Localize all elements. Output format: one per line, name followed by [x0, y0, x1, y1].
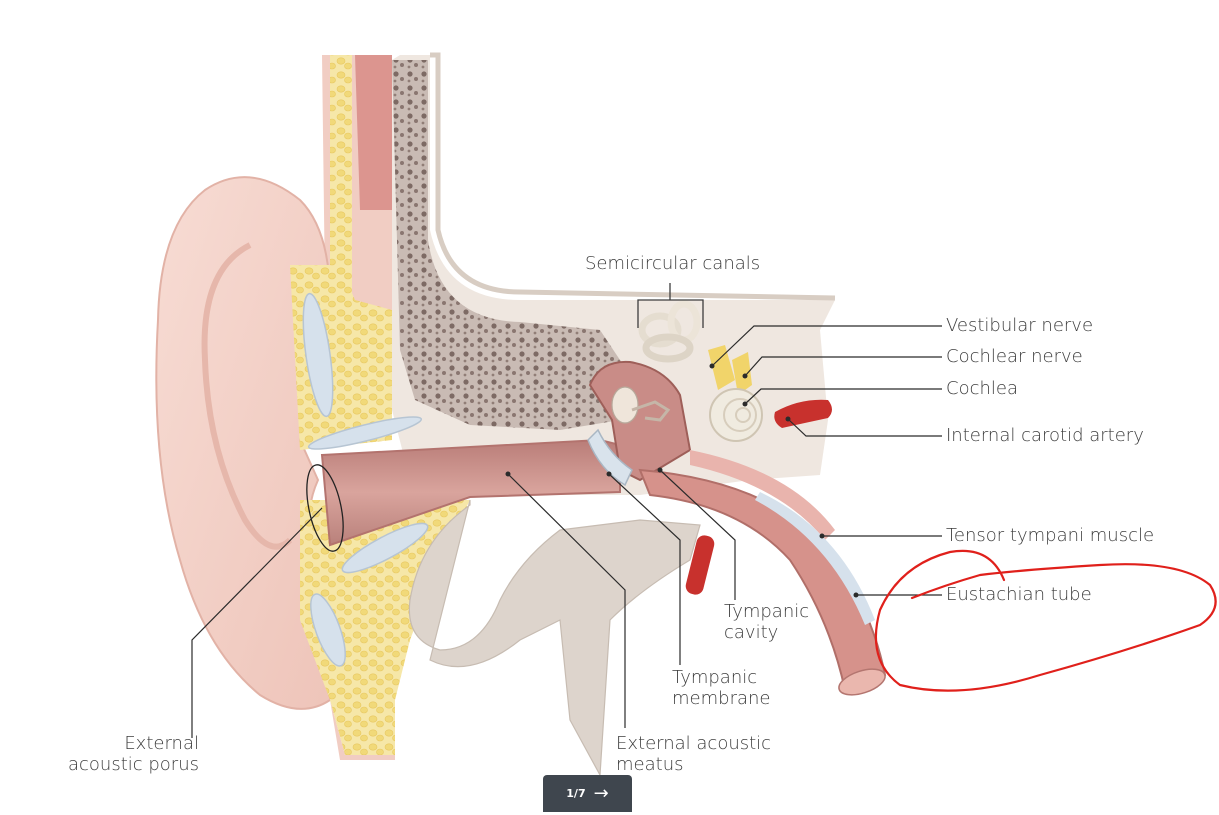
label-vestibular-nerve: Vestibular nerve — [946, 315, 1094, 336]
incus-stapes — [631, 400, 671, 422]
carotid-artery-lower — [685, 535, 715, 595]
cochlear-nerve-shape — [732, 352, 752, 395]
red-annotation-scribble — [874, 549, 1217, 692]
label-cochlea: Cochlea — [946, 378, 1018, 399]
temporal-muscle — [355, 55, 392, 210]
mastoid-process — [408, 499, 701, 778]
label-tympanic-membrane-line-1: Tympanic — [672, 667, 758, 688]
temporal-bone-spongy — [392, 60, 640, 430]
malleus — [611, 386, 639, 424]
lower-cartilage-2 — [310, 593, 346, 667]
temporal-bone-cortex — [430, 52, 836, 301]
label-tympanic-membrane-line-2: membrane — [672, 688, 771, 709]
label-tympanic-cavity-line-1: Tympanic — [724, 601, 810, 622]
leader-lines — [191, 325, 942, 738]
cochlea-shape — [709, 388, 763, 442]
upper-cartilage — [307, 416, 423, 450]
label-tympanic-cavity-line-2: cavity — [724, 622, 779, 643]
tensor-tympani — [690, 450, 835, 540]
label-tympanic-cavity: Tympanic cavity — [724, 601, 809, 643]
eustachian-tube-cartilage — [755, 492, 875, 625]
label-tensor-tympani-muscle: Tensor tympani muscle — [946, 525, 1155, 546]
label-external-acoustic-meatus-line-2: meatus — [616, 754, 684, 775]
auricle — [155, 176, 337, 710]
label-cochlear-nerve: Cochlear nerve — [946, 346, 1083, 367]
label-semicircular-canals: Semicircular canals — [585, 253, 761, 274]
tympanic-cavity — [588, 360, 692, 482]
vestibular-nerve-shape — [708, 345, 735, 390]
scalp-fat — [300, 55, 352, 305]
eustachian-tube-opening — [838, 668, 886, 696]
auricle-cartilage — [302, 292, 334, 418]
label-eustachian-tube: Eustachian tube — [946, 584, 1092, 605]
lower-cartilage-1 — [341, 522, 429, 574]
label-tympanic-membrane: Tympanic membrane — [672, 667, 770, 709]
label-external-acoustic-porus: External acoustic porus — [40, 733, 199, 775]
label-external-acoustic-porus-line-2: acoustic porus — [67, 754, 199, 775]
external-acoustic-porus — [306, 464, 344, 552]
label-external-acoustic-porus-line-1: External — [124, 733, 199, 754]
label-internal-carotid-artery: Internal carotid artery — [946, 425, 1144, 446]
semicircular-canals-bracket — [637, 283, 704, 328]
leader-dots — [505, 363, 859, 598]
label-external-acoustic-meatus-line-1: External acoustic — [616, 733, 772, 754]
tympanic-membrane — [587, 428, 633, 487]
label-external-acoustic-meatus: External acoustic meatus — [616, 733, 771, 775]
auricle-inner-fold — [201, 242, 293, 550]
arrow-right-icon: → — [593, 782, 609, 804]
slide-pager-button[interactable]: 1/7 → — [543, 775, 632, 812]
semicircular-canals-shape — [638, 300, 701, 363]
slide-counter: 1/7 — [566, 787, 586, 800]
